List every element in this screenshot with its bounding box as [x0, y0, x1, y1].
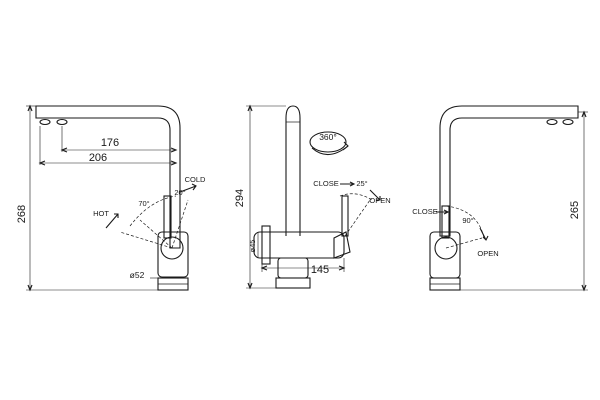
right-open-label: OPEN [477, 249, 498, 258]
rotation-label: 360° [319, 132, 337, 142]
right-lever-hub [434, 236, 458, 260]
left-spout [35, 105, 181, 249]
center-open-label: OPEN [369, 196, 390, 205]
center-body [253, 231, 345, 259]
left-side-view: 268 176 206 ø52 COLD HOT 20° 70° [16, 104, 206, 292]
reach-inner-label: 176 [101, 137, 119, 149]
right-height-label: 265 [569, 201, 581, 219]
reach-outer-label: 206 [89, 152, 107, 164]
right-angle-label: 90° [462, 216, 473, 225]
left-aerator-2 [56, 118, 68, 126]
center-close-label: CLOSE [313, 179, 338, 188]
center-height-label: 294 [234, 189, 246, 207]
right-aerator-1 [546, 118, 558, 126]
center-lever [341, 195, 349, 237]
right-close-arrow [436, 209, 450, 215]
cold-angle-label: 20° [174, 188, 185, 197]
center-length-label: 145 [311, 264, 329, 276]
left-body [157, 231, 189, 278]
right-body [429, 231, 461, 279]
center-side-knob [261, 225, 271, 265]
left-lever-hub [160, 236, 184, 260]
front-view: 294 ø45 145 360° CLOSE 25° OPEN [234, 104, 391, 290]
center-base-plate [275, 277, 311, 289]
right-aerator-2 [562, 118, 574, 126]
hot-arrow [105, 213, 119, 229]
left-base-dia-label: ø52 [130, 270, 145, 280]
center-open-arrow [369, 189, 381, 201]
hot-label: HOT [93, 209, 109, 218]
right-close-label: CLOSE [412, 207, 437, 216]
left-height-label: 268 [16, 205, 28, 223]
center-close-arrow [340, 181, 356, 187]
right-spout [439, 105, 579, 237]
center-angle-label: 25° [356, 179, 367, 188]
hot-angle-label: 70° [138, 199, 149, 208]
cold-arrow [179, 183, 197, 193]
center-dia-label: ø45 [248, 240, 257, 253]
cold-label: COLD [185, 175, 206, 184]
left-lever [163, 195, 172, 239]
right-lever [441, 205, 450, 239]
center-spout [285, 105, 301, 236]
rotation-symbol [309, 131, 347, 153]
left-aerator-1 [39, 118, 51, 126]
right-side-view: 265 CLOSE 90° OPEN [412, 105, 588, 292]
right-open-arrow [479, 227, 489, 241]
